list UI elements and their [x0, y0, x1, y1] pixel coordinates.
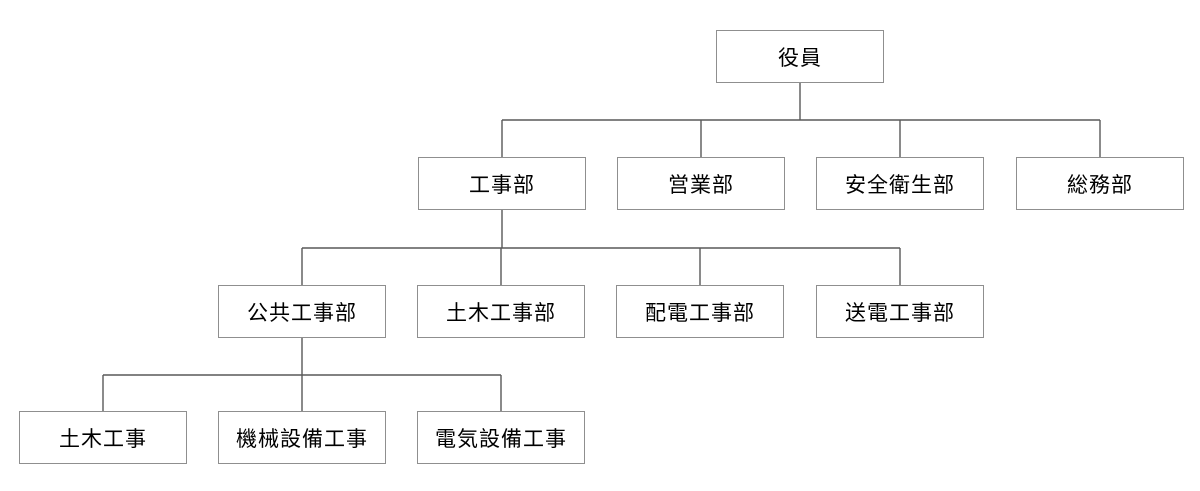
org-node-anzen-eiseibu: 安全衛生部	[816, 157, 984, 210]
org-node-denki-setsubi-kouji: 電気設備工事	[417, 411, 585, 464]
org-node-koukyou-koujibu: 公共工事部	[218, 285, 386, 338]
org-node-label: 配電工事部	[645, 301, 755, 325]
org-node-eigyoubu: 営業部	[617, 157, 785, 210]
org-node-label: 送電工事部	[845, 301, 955, 325]
org-node-souden-koujibu: 送電工事部	[816, 285, 984, 338]
org-node-label: 土木工事	[59, 427, 147, 451]
org-node-label: 電気設備工事	[435, 427, 567, 451]
org-node-haiden-koujibu: 配電工事部	[616, 285, 784, 338]
org-node-label: 安全衛生部	[845, 173, 955, 197]
org-node-label: 土木工事部	[446, 301, 556, 325]
org-node-label: 機械設備工事	[236, 427, 368, 451]
org-node-label: 総務部	[1067, 173, 1133, 197]
org-node-label: 役員	[778, 46, 822, 70]
org-node-doboku-kouji: 土木工事	[19, 411, 187, 464]
org-node-doboku-koujibu: 土木工事部	[417, 285, 585, 338]
org-node-kikai-setsubi-kouji: 機械設備工事	[218, 411, 386, 464]
org-node-label: 公共工事部	[247, 301, 357, 325]
org-node-label: 営業部	[668, 173, 734, 197]
org-node-label: 工事部	[469, 173, 535, 197]
org-node-soumubu: 総務部	[1016, 157, 1184, 210]
org-node-koujibu: 工事部	[418, 157, 586, 210]
org-node-yakuin: 役員	[716, 30, 884, 83]
